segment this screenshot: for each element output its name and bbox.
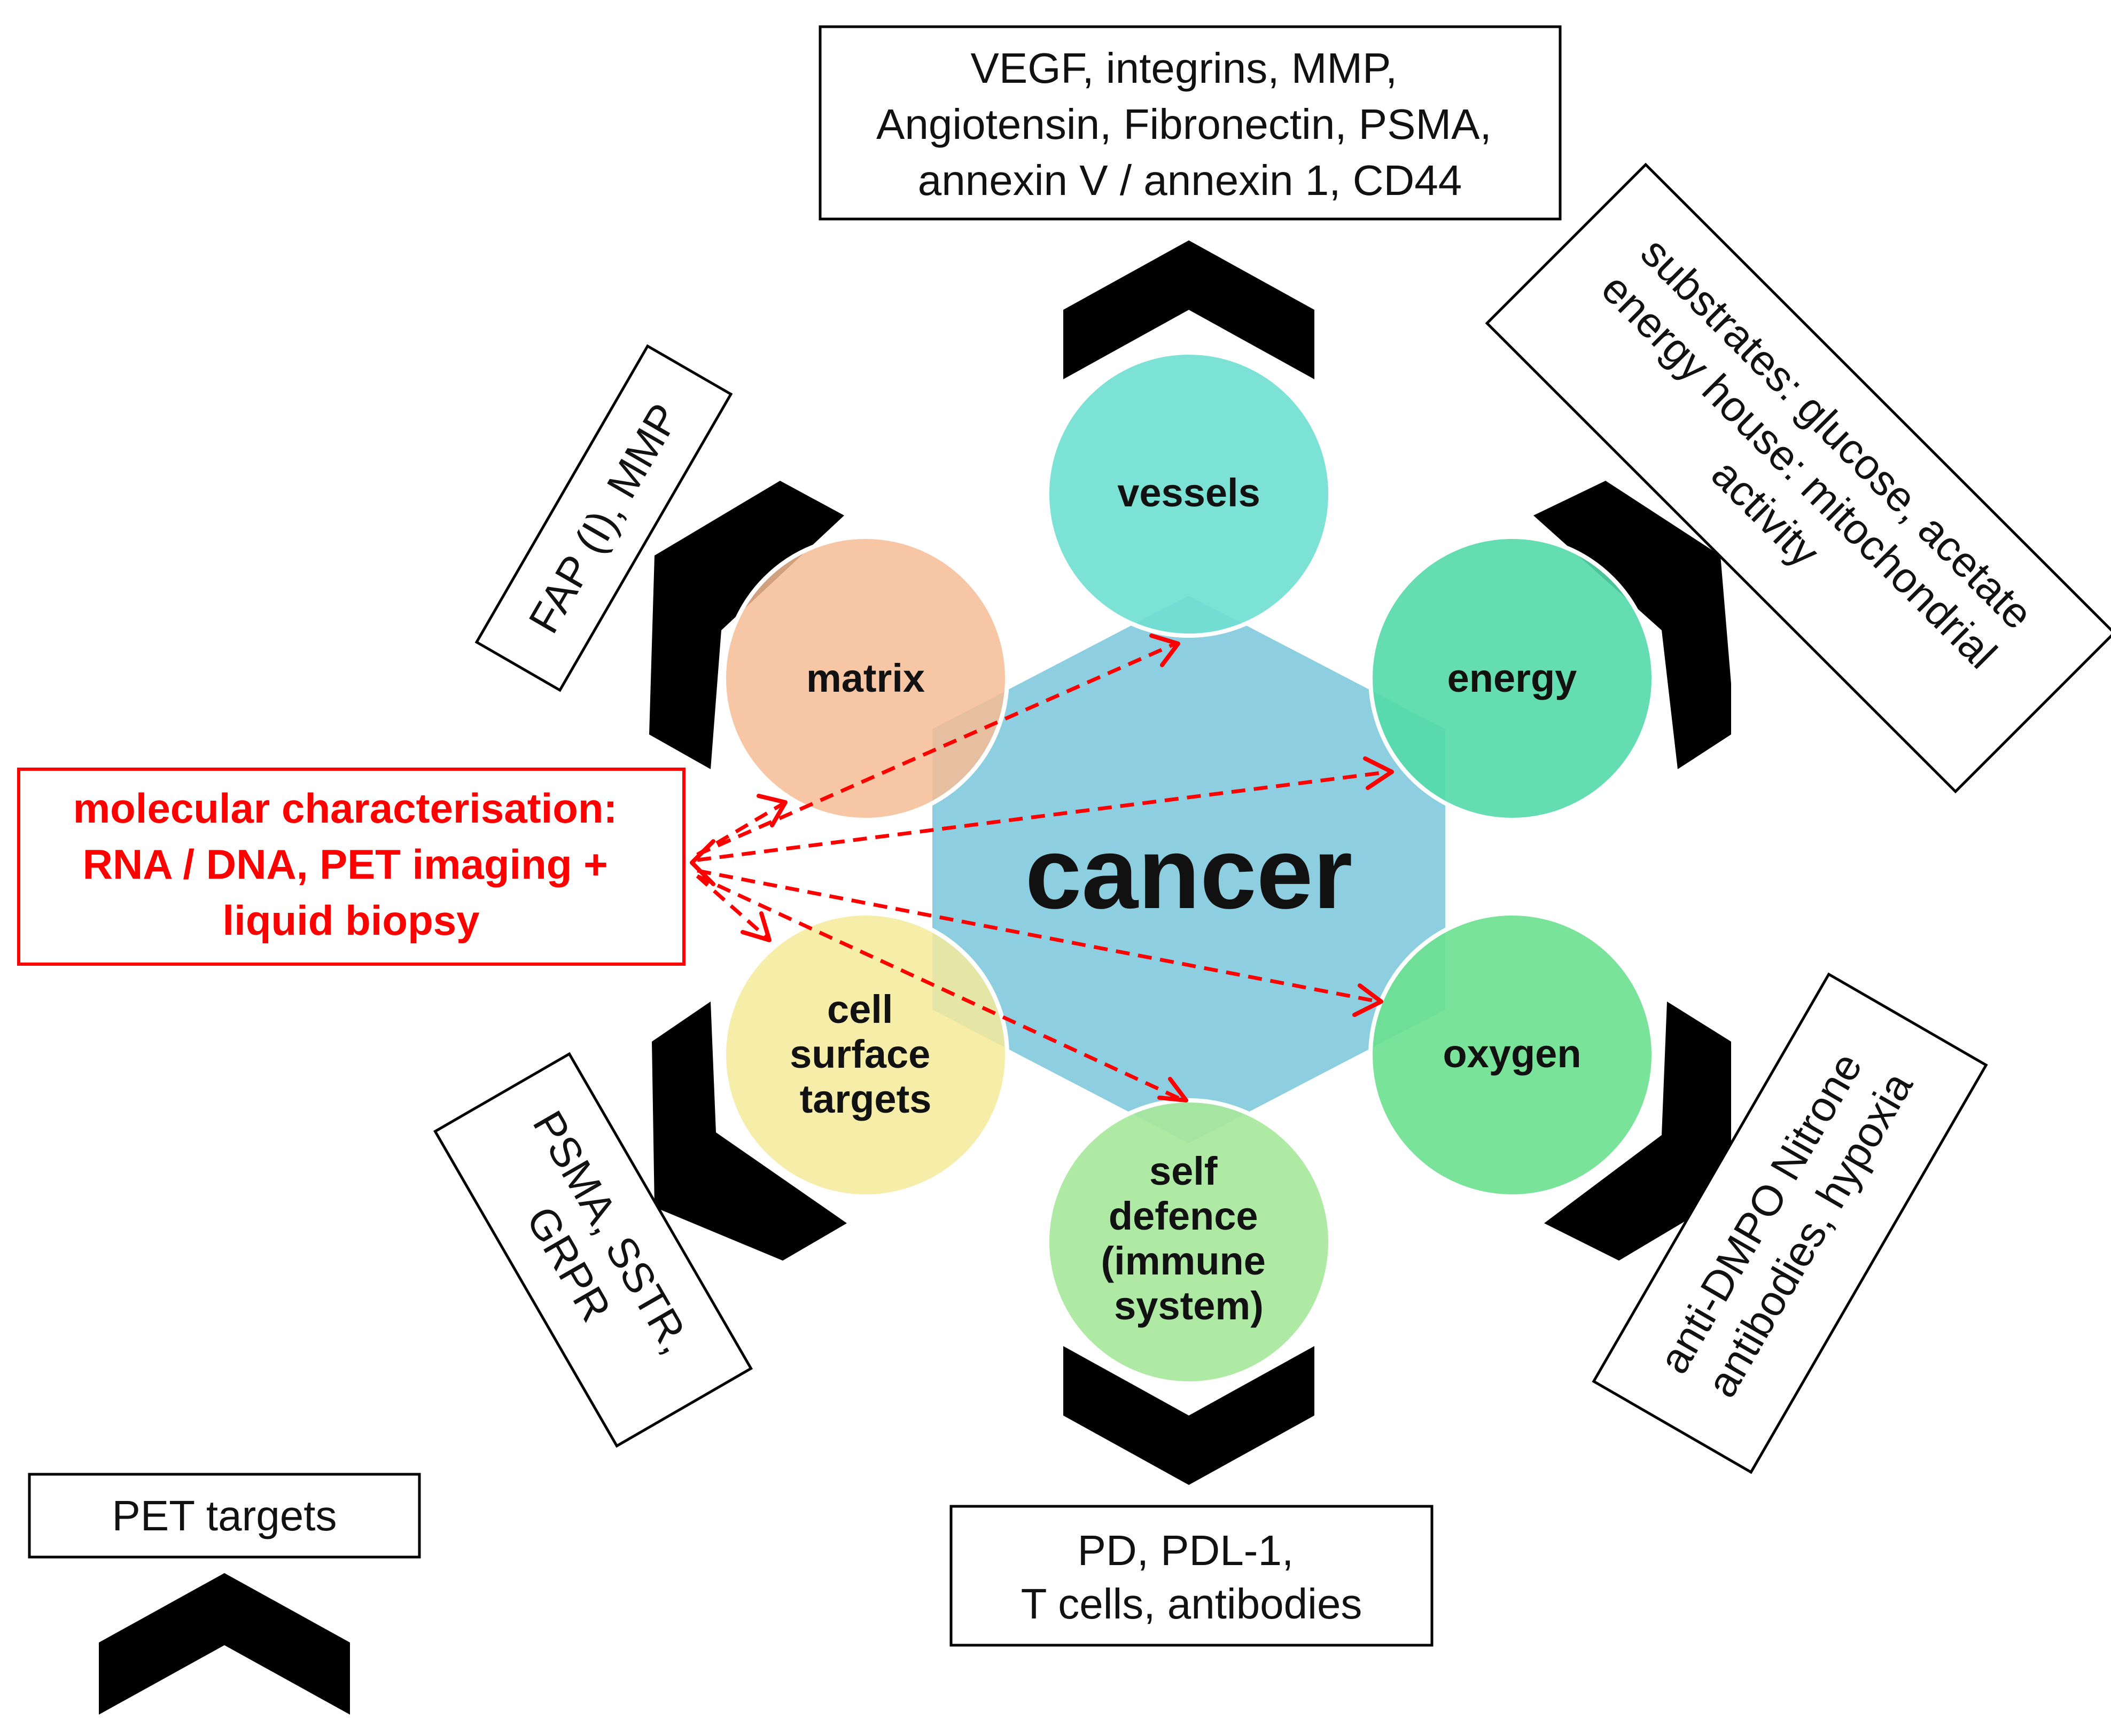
label-vessels: vessels [1117, 471, 1260, 515]
molecular-box [17, 768, 686, 966]
center-label: cancer [1025, 817, 1353, 930]
arrow-to-cell-surface [696, 874, 768, 939]
arrow-to-energy [697, 770, 1390, 862]
chevron-energy-icon [1533, 481, 1731, 769]
legend-label: PET targets [112, 1492, 337, 1539]
arrowheads [690, 634, 1394, 1102]
arrowhead-cell-surface [741, 911, 772, 942]
circle-matrix [722, 535, 1009, 822]
target-box-energy [1485, 162, 2111, 794]
label-cell-surface: cell surface targets [790, 987, 941, 1121]
chevron-matrix-icon [649, 481, 844, 769]
chevron-vessels-icon [1063, 240, 1314, 379]
circle-cell-surface [722, 911, 1009, 1199]
arrow-to-vessels [696, 642, 1177, 857]
molecular-arrows [696, 642, 1390, 1102]
arrowhead-self-defence [1157, 1077, 1188, 1102]
target-box-oxygen [1592, 972, 1988, 1474]
arrowhead-energy [1363, 756, 1394, 790]
label-energy: energy [1447, 656, 1577, 700]
circle-energy [1368, 535, 1656, 822]
target-box-self-defence-text: PD, PDL-1, T cells, antibodies [1021, 1527, 1362, 1628]
molecular-box-text: molecular characterisation: RNA / DNA, P… [73, 785, 629, 944]
arrowhead-vessels [1149, 634, 1180, 667]
label-oxygen: oxygen [1443, 1031, 1581, 1076]
circle-self-defence [1045, 1098, 1333, 1386]
arrowhead-origin [690, 839, 715, 886]
arrow-to-matrix [696, 802, 784, 857]
circle-vessels [1045, 350, 1333, 638]
cancer-hexagon [932, 596, 1445, 1143]
chevron-oxygen-icon [1544, 1002, 1731, 1261]
chevron-self-defence-icon [1063, 1346, 1314, 1485]
target-box-vessels [819, 25, 1562, 221]
legend-box [28, 1473, 421, 1559]
target-box-cell-surface [433, 1052, 753, 1448]
arrowhead-matrix [757, 794, 788, 827]
chevron-cell-surface-icon [652, 1002, 847, 1261]
target-box-self-defence [949, 1505, 1434, 1647]
circle-oxygen [1368, 911, 1656, 1199]
target-box-matrix [474, 344, 733, 692]
target-box-vessels-text: VEGF, integrins, MMP, Angiotensin, Fibro… [876, 44, 1504, 204]
arrowhead-oxygen [1352, 983, 1383, 1017]
legend-chevron-icon [99, 1573, 350, 1715]
label-self-defence: self defence (immune system) [1101, 1149, 1277, 1328]
label-matrix: matrix [806, 656, 925, 700]
arrow-to-oxygen [697, 869, 1379, 1004]
